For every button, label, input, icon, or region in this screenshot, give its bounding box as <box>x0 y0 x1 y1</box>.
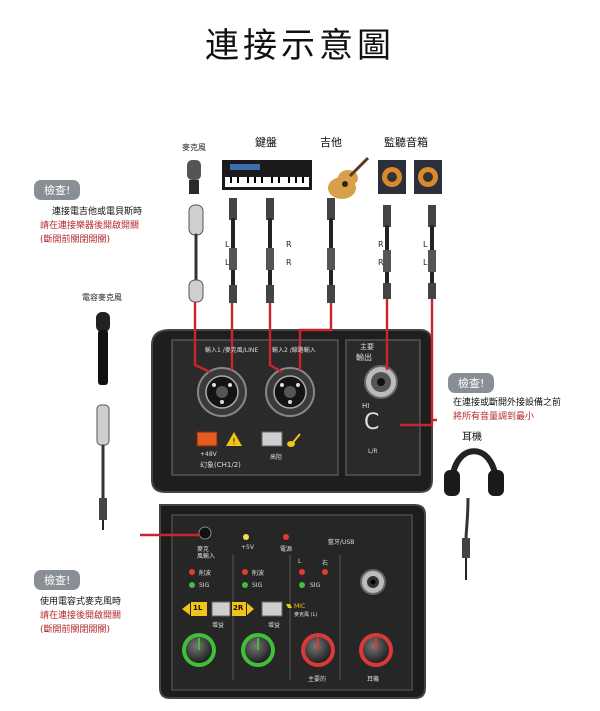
note-line: 請在連接後開啟開關 <box>40 611 122 621</box>
5v-label: +5V <box>241 544 254 551</box>
hiz-label: 高阻 <box>270 454 283 461</box>
ch1-label: 1L <box>193 604 203 612</box>
gain-label-1: 增益 <box>212 622 225 629</box>
guitar-image <box>328 156 370 199</box>
sig-label: SIG <box>252 582 263 589</box>
combo-jack-2[interactable] <box>265 367 315 417</box>
l-label: L <box>298 558 302 565</box>
ch2-label: 2R <box>233 604 244 612</box>
note-line: 連接電吉他或電貝斯時 <box>52 207 143 217</box>
mic-button-sub-label: 麥克風 (L) <box>294 612 318 618</box>
sig-led-3 <box>299 582 305 588</box>
headphones-image <box>444 448 504 580</box>
mic-select-button[interactable] <box>261 601 283 617</box>
power-led <box>283 534 289 540</box>
gain-knob-2[interactable] <box>241 633 275 667</box>
gain-knob-1[interactable] <box>182 633 216 667</box>
note-line: (斷開前關閉開關) <box>40 235 111 245</box>
cable-letter: R <box>378 258 384 267</box>
condenser-mic-label: 電容麥克風 <box>82 293 122 302</box>
arrow-right-icon <box>247 603 254 615</box>
note-line: 請在連接樂器後開啟開關 <box>40 221 140 231</box>
mic-button-label: MIC <box>294 603 306 610</box>
main-out-label: 主要 <box>360 343 374 351</box>
hi-label: HI <box>362 402 370 410</box>
input1-label: 輸入1 /麥克風/LINE <box>205 347 259 354</box>
cable-letter: L <box>423 240 428 249</box>
svg-text:!: ! <box>232 437 235 446</box>
jack-letter-c: C <box>364 410 380 435</box>
phantom-power-button[interactable] <box>196 431 218 447</box>
check-tag: 檢查! <box>34 570 81 590</box>
note-line: (斷開前關閉開關) <box>40 625 111 635</box>
keyboard-label: 鍵盤 <box>255 136 277 149</box>
monitor-speakers-image <box>378 160 442 194</box>
cable-letter: L <box>423 258 428 267</box>
cable-letter: L <box>225 240 230 249</box>
peak-label: 削波 <box>199 570 212 577</box>
sig-led-1 <box>189 582 195 588</box>
monitor-label: 監聽音箱 <box>384 136 428 149</box>
condenser-mic-jack[interactable] <box>198 526 212 540</box>
r-label: 右 <box>322 560 329 567</box>
guitar-label: 吉他 <box>320 136 342 149</box>
input2-label: 輸入2 /線路輸入 <box>272 347 316 354</box>
ch1-button-face <box>191 602 207 616</box>
mic-label: 麥克風 <box>182 143 206 152</box>
cable-letter: L <box>225 258 230 267</box>
sig-label: SIG <box>310 582 321 589</box>
ch2-button-face <box>232 602 246 616</box>
routing-lines <box>140 295 437 537</box>
ch-select-button[interactable] <box>211 601 231 617</box>
peak-led-r <box>322 569 328 575</box>
gain-label-2: 增益 <box>268 622 281 629</box>
peak-label: 削波 <box>252 570 265 577</box>
cable-letter: R <box>378 240 384 249</box>
keyboard-image <box>222 160 312 190</box>
headphone-volume-knob[interactable] <box>359 633 393 667</box>
mic-jack-sub-label: 風輸入 <box>197 553 216 560</box>
note-line: 在連接或斷開外接設備之前 <box>453 398 562 408</box>
dynamic-mic-image <box>187 160 201 194</box>
stereo-label: 藍牙/USB <box>328 539 355 546</box>
power-label: 電源 <box>280 546 293 553</box>
condenser-mic-image <box>96 312 110 530</box>
main-volume-knob[interactable] <box>301 633 335 667</box>
cable-letter: R <box>286 258 292 267</box>
mic-icon <box>286 604 292 608</box>
5v-led <box>243 534 249 540</box>
main-output-jack[interactable] <box>364 365 398 399</box>
phantom-label: 幻象(CH1/2) <box>200 461 241 469</box>
phantom-v-label: +48V <box>200 451 217 458</box>
lr-label: L/R <box>368 448 378 455</box>
output-label: 輸出 <box>356 353 372 362</box>
peak-led-2 <box>242 569 248 575</box>
combo-jack-1[interactable] <box>197 367 247 417</box>
note-line: 將所有音量調到最小 <box>453 412 535 422</box>
sig-led-2 <box>242 582 248 588</box>
main-volume-label: 主要的 <box>308 676 327 683</box>
headphones-label: 耳機 <box>462 432 482 443</box>
page-title: 連接示意圖 <box>205 26 395 66</box>
hiz-button[interactable] <box>261 431 283 447</box>
check-tag: 檢查! <box>34 180 81 200</box>
instrument-cables <box>188 198 436 303</box>
arrow-left-icon <box>182 603 190 615</box>
peak-led-l <box>299 569 305 575</box>
note-line: 使用電容式麥克風時 <box>40 597 122 607</box>
check-tag: 檢查! <box>448 373 495 393</box>
sig-label: SIG <box>199 582 210 589</box>
phones-volume-label: 耳機 <box>367 676 380 683</box>
cable-letter: R <box>286 240 292 249</box>
peak-led-1 <box>189 569 195 575</box>
warning-icon <box>226 432 242 446</box>
mic-jack-label: 麥克 <box>197 546 210 553</box>
